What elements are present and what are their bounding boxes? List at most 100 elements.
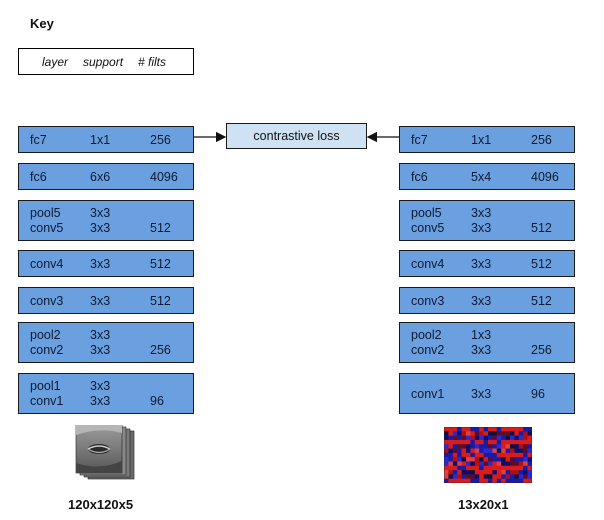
heatmap-cell (488, 478, 493, 483)
heatmap-cell (514, 431, 520, 436)
heatmap-cell (461, 439, 467, 445)
heatmap-cell (501, 448, 506, 454)
layer-name: conv3 (30, 293, 64, 308)
heatmap-cell (505, 439, 511, 445)
key-support-column: support (83, 55, 124, 69)
heatmap-cell (492, 452, 498, 458)
heatmap-cell (452, 431, 458, 436)
layer-name: conv5 (411, 221, 445, 235)
layer-name: pool5 (411, 206, 442, 220)
heatmap-cell (501, 478, 506, 483)
heatmap-cell (470, 444, 476, 449)
heatmap-cell (444, 452, 449, 458)
heatmap-cell (488, 435, 493, 441)
heatmap-cell (466, 457, 471, 462)
layer-support: 3x3 (90, 221, 111, 235)
heatmap-cell (501, 457, 506, 462)
heatmap-cell (523, 478, 528, 483)
heatmap-cell (527, 474, 532, 479)
heatmap-cell (457, 478, 462, 483)
heatmap-cell (510, 444, 515, 449)
layer-filter-count: 256 (150, 132, 171, 147)
layer-name: conv1 (30, 394, 64, 408)
layer-filter-count: 4096 (531, 169, 559, 184)
heatmap-cell (496, 431, 502, 436)
heatmap-cell (492, 474, 498, 479)
heatmap-cell (452, 478, 458, 483)
heatmap-cell (514, 465, 520, 471)
heatmap-cell (444, 439, 449, 445)
layer-filter-count: 512 (531, 293, 552, 308)
heatmap-cell (527, 452, 532, 458)
heatmap-cell (444, 461, 449, 467)
layer-filter-count: 512 (150, 256, 171, 271)
heatmap-cell (488, 439, 493, 445)
heatmap-cell (448, 457, 454, 462)
heatmap-cell (505, 470, 511, 475)
heatmap-cell (461, 427, 467, 432)
heatmap-cell (492, 478, 498, 483)
heatmap-cell (492, 427, 498, 432)
heatmap-cell (514, 444, 520, 449)
right-input-size-label: 13x20x1 (458, 497, 509, 512)
heatmap-cell (496, 435, 502, 441)
layer-filter-count: 512 (150, 293, 171, 308)
heatmap-cell (510, 431, 515, 436)
heatmap-cell (474, 448, 480, 454)
heatmap-cell (488, 470, 493, 475)
layer-filter-count: 512 (531, 221, 552, 235)
key-legend-box: layer support # filts (18, 48, 194, 75)
heatmap-cell (457, 431, 462, 436)
heatmap-cell (444, 448, 449, 454)
layer-filter-count: 256 (150, 343, 171, 357)
heatmap-cell (527, 439, 532, 445)
heatmap-cell (483, 461, 489, 467)
heatmap-cell (514, 474, 520, 479)
heatmap-cell (457, 427, 462, 432)
heatmap-cell (457, 435, 462, 441)
heatmap-cell (492, 439, 498, 445)
heatmap-cell (474, 478, 480, 483)
layer-support: 3x3 (90, 256, 111, 271)
heatmap-cell (496, 439, 502, 445)
layer-name: conv4 (30, 256, 64, 271)
heatmap-cell (488, 448, 493, 454)
heatmap-cell (474, 470, 480, 475)
key-filts-column: # filts (138, 55, 167, 69)
heatmap-cell (466, 452, 471, 458)
heatmap-cell (518, 474, 524, 479)
heatmap-cell (448, 435, 454, 441)
layer-filter-count: 96 (531, 386, 545, 401)
layer-name: conv3 (411, 293, 445, 308)
heatmap-cell (448, 444, 454, 449)
heatmap-cell (457, 448, 462, 454)
heatmap-cell (474, 465, 480, 471)
heatmap-cell (483, 431, 489, 436)
layer-name: conv4 (411, 256, 445, 271)
heatmap-cell (510, 435, 515, 441)
heatmap-cell (448, 478, 454, 483)
heatmap-cell (501, 470, 506, 475)
heatmap-cell (483, 448, 489, 454)
heatmap-cell (492, 435, 498, 441)
heatmap-cell (523, 444, 528, 449)
heatmap-cell (444, 478, 449, 483)
heatmap-cell (479, 465, 484, 471)
heatmap-cell (470, 448, 476, 454)
heatmap-cell (501, 444, 506, 449)
heatmap-cell (457, 465, 462, 471)
heatmap-cell (488, 461, 493, 467)
layer-support: 6x6 (90, 169, 111, 184)
layer-support: 3x3 (90, 343, 111, 357)
heatmap-cell (466, 474, 471, 479)
